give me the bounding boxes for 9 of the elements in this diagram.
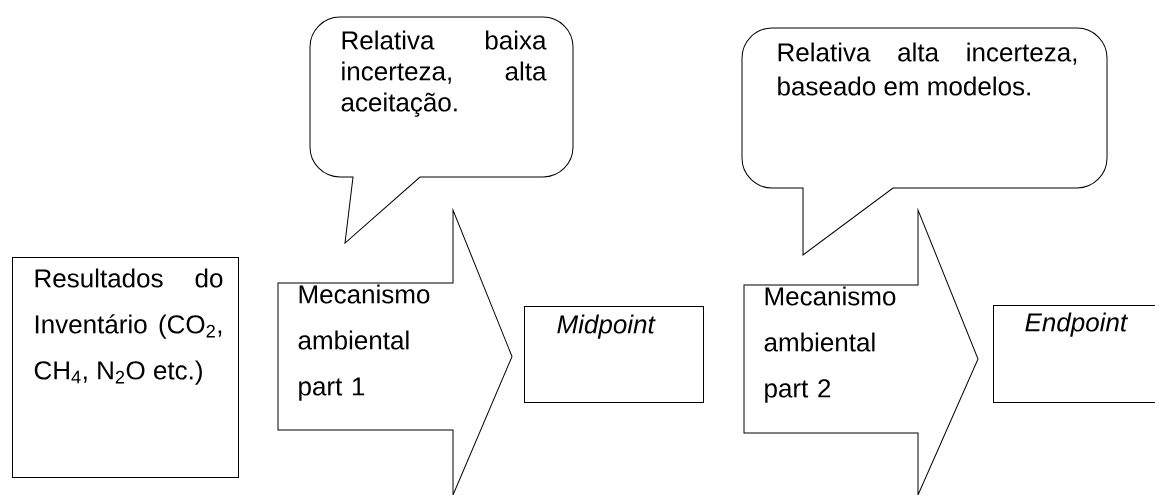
speech-bubble: Relativa alta incerteza, baseado em modelos. [741, 27, 1108, 256]
edge-label: Mecanismo ambiental part 1 [298, 284, 430, 401]
text-box: Resultados do Inventário (CO$_{2}$, CH$_{4}$, N$_{2}$O etc.) [12, 257, 239, 478]
speech-bubble: Relativa baixa incerteza, alta aceitação. [309, 16, 574, 244]
edge-label: Mecanismo ambiental part 2 [764, 286, 896, 403]
block-arrow [277, 209, 513, 495]
text-box: Endpoint [993, 305, 1155, 403]
text-box: Midpoint [524, 306, 704, 403]
block-arrow [743, 209, 979, 495]
